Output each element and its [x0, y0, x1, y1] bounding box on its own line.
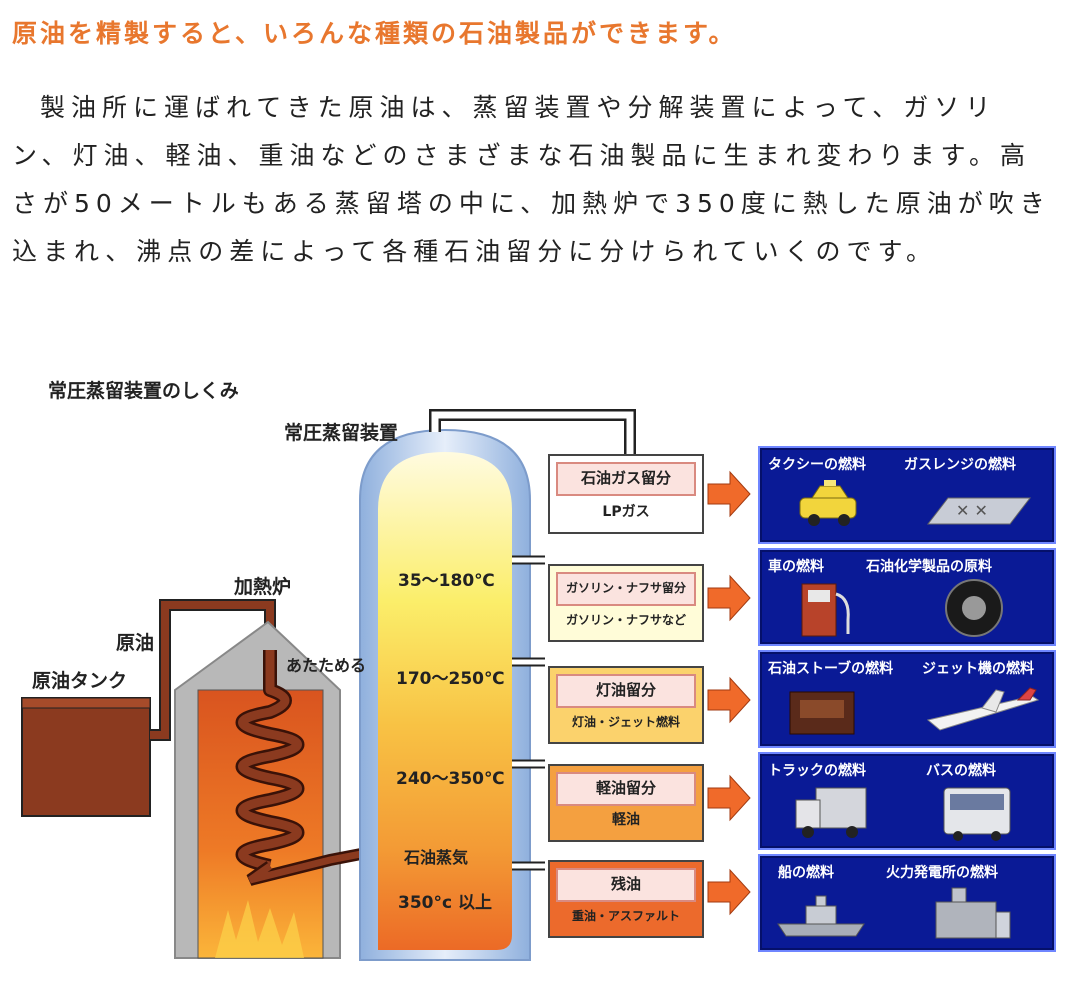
temp-label-2: 170〜250℃: [396, 669, 505, 689]
use-label-left: 石油ストーブの燃料: [768, 661, 894, 677]
fraction-name: 残油: [556, 868, 696, 902]
vapor-label: 石油蒸気: [404, 848, 469, 867]
crude-tank: [21, 697, 151, 817]
power-plant-icon: [935, 887, 1011, 939]
use-box-gasoline: 車の燃料 石油化学製品の原料: [758, 548, 1056, 646]
use-label-left: タクシーの燃料: [768, 457, 866, 473]
fraction-name: 石油ガス留分: [556, 462, 696, 496]
column-label: 常圧蒸留装置: [284, 422, 399, 444]
fraction-box-diesel: 軽油留分 軽油: [548, 764, 704, 842]
tank-label: 原油タンク: [32, 670, 128, 692]
use-box-diesel: トラックの燃料 バスの燃料: [758, 752, 1056, 850]
furnace-label: 加熱炉: [234, 576, 292, 598]
page-heading: 原油を精製すると、いろんな種類の石油製品ができます。: [12, 19, 737, 48]
jet-plane-icon: [926, 687, 1040, 731]
use-box-kerosene: 石油ストーブの燃料 ジェット機の燃料: [758, 650, 1056, 748]
intro-paragraph: 製油所に運ばれてきた原油は、蒸留装置や分解装置によって、ガソリン、灯油、軽油、重…: [12, 93, 1051, 266]
tire-icon: [945, 579, 1003, 637]
gas-stove-icon: ✕ ✕: [926, 497, 1032, 525]
ship-icon: [777, 895, 865, 937]
use-label-left: トラックの燃料: [768, 763, 866, 779]
fuel-pump-icon: [801, 583, 850, 637]
temp-label-1: 35〜180℃: [398, 571, 495, 591]
fraction-box-residue: 残油 重油・アスファルト: [548, 860, 704, 938]
flow-arrows: [707, 470, 751, 916]
use-label-right: 石油化学製品の原料: [866, 559, 992, 575]
use-label-right: バスの燃料: [926, 763, 996, 779]
crude-label: 原油: [116, 632, 155, 654]
svg-text:✕ ✕: ✕ ✕: [956, 501, 988, 520]
use-label-right: ガスレンジの燃料: [904, 457, 1016, 473]
use-label-right: 火力発電所の燃料: [886, 865, 998, 881]
fraction-name: ガソリン・ナフサ留分: [556, 572, 696, 606]
bus-icon: [943, 787, 1011, 841]
fraction-product: ガソリン・ナフサなど: [565, 613, 686, 627]
fraction-product: 灯油・ジェット燃料: [571, 715, 680, 729]
temp-label-4: 350°c 以上: [398, 893, 492, 913]
fraction-name: 軽油留分: [556, 772, 696, 806]
fraction-box-gasoline: ガソリン・ナフサ留分 ガソリン・ナフサなど: [548, 564, 704, 642]
heat-label: あたためる: [286, 656, 367, 675]
fraction-product: 軽油: [612, 812, 640, 828]
fraction-product: LPガス: [602, 504, 650, 520]
distillation-diagram: 常圧蒸留装置のしくみ 常圧蒸留装置 加熱炉 原油 原油タンク あたためる 石油蒸…: [0, 360, 1072, 992]
fraction-pipes: [512, 555, 545, 871]
temp-label-3: 240〜350℃: [396, 769, 505, 789]
fraction-box-gas: 石油ガス留分 LPガス: [548, 454, 704, 534]
use-box-residue: 船の燃料 火力発電所の燃料: [758, 854, 1056, 952]
use-label-right: ジェット機の燃料: [922, 661, 1034, 677]
truck-icon: [795, 787, 867, 838]
use-label-left: 船の燃料: [778, 865, 834, 881]
taxi-icon: [799, 480, 857, 526]
fraction-name: 灯油留分: [556, 674, 696, 708]
fraction-box-kerosene: 灯油留分 灯油・ジェット燃料: [548, 666, 704, 744]
use-label-left: 車の燃料: [768, 559, 824, 575]
diagram-title: 常圧蒸留装置のしくみ: [48, 380, 239, 402]
oil-stove-icon: [789, 691, 855, 735]
use-box-gas: タクシーの燃料 ガスレンジの燃料 ✕ ✕: [758, 446, 1056, 544]
fraction-product: 重油・アスファルト: [571, 909, 680, 923]
